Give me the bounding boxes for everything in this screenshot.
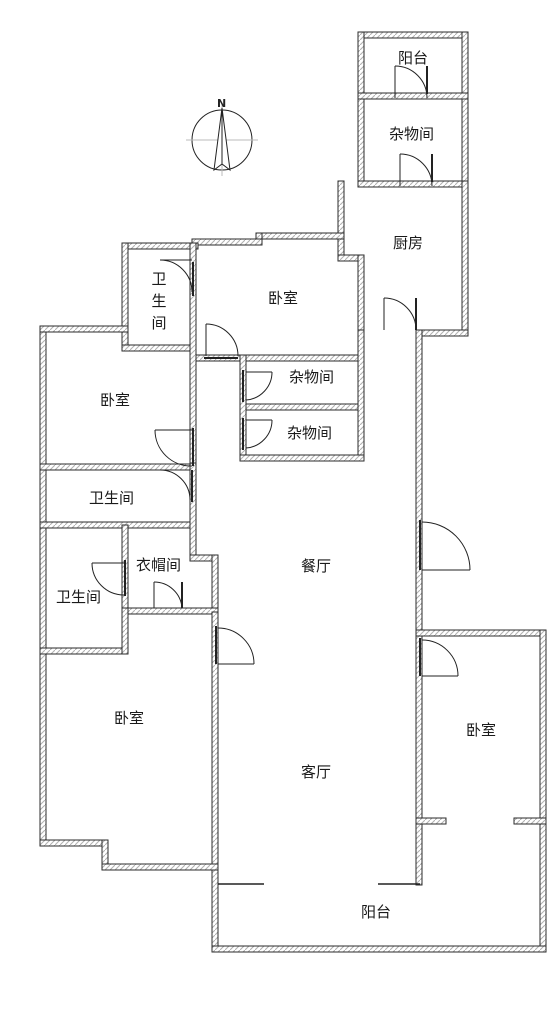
room-label-bedroom-right: 卧室 xyxy=(466,721,497,739)
room-label-bedroom-left-bottom: 卧室 xyxy=(114,709,145,727)
doors xyxy=(91,65,471,677)
door-bedroom-left-bottom xyxy=(215,626,255,665)
door-storage-top xyxy=(399,153,433,187)
room-label-bathroom-top: 卫生间 xyxy=(151,270,167,332)
compass-north-letter: N xyxy=(217,97,227,110)
north-arrow-icon xyxy=(186,104,258,176)
door-storage-mid-1 xyxy=(242,370,273,402)
door-bathroom-top xyxy=(159,259,194,296)
door-storage-mid-2 xyxy=(242,418,273,450)
door-bedroom-right xyxy=(419,638,459,677)
room-label-balcony-bottom: 阳台 xyxy=(361,903,392,921)
room-label-storage-top: 杂物间 xyxy=(389,125,435,143)
door-bathroom-left-mid xyxy=(159,469,193,502)
room-label-kitchen: 厨房 xyxy=(393,234,424,252)
room-label-storage-mid-1: 杂物间 xyxy=(289,368,335,386)
room-label-storage-mid-2: 杂物间 xyxy=(287,424,333,442)
door-bedroom-left-top xyxy=(154,428,194,467)
door-balcony-top xyxy=(394,65,428,99)
room-label-dining-room: 餐厅 xyxy=(301,557,332,575)
door-bedroom-top xyxy=(204,323,239,359)
door-dining-right xyxy=(419,520,471,571)
room-label-balcony-top: 阳台 xyxy=(398,49,429,67)
room-label-bedroom-left-top: 卧室 xyxy=(100,391,131,409)
room-label-bathroom-left-low: 卫生间 xyxy=(56,588,102,606)
room-label-living-room: 客厅 xyxy=(301,763,332,781)
door-cloakroom xyxy=(153,581,183,609)
door-kitchen xyxy=(383,297,417,331)
room-label-bathroom-left-mid: 卫生间 xyxy=(89,489,135,507)
door-bathroom-left-low xyxy=(91,560,126,596)
room-label-bedroom-top: 卧室 xyxy=(268,289,299,307)
walls xyxy=(39,31,547,953)
room-label-cloakroom: 衣帽间 xyxy=(136,556,182,574)
